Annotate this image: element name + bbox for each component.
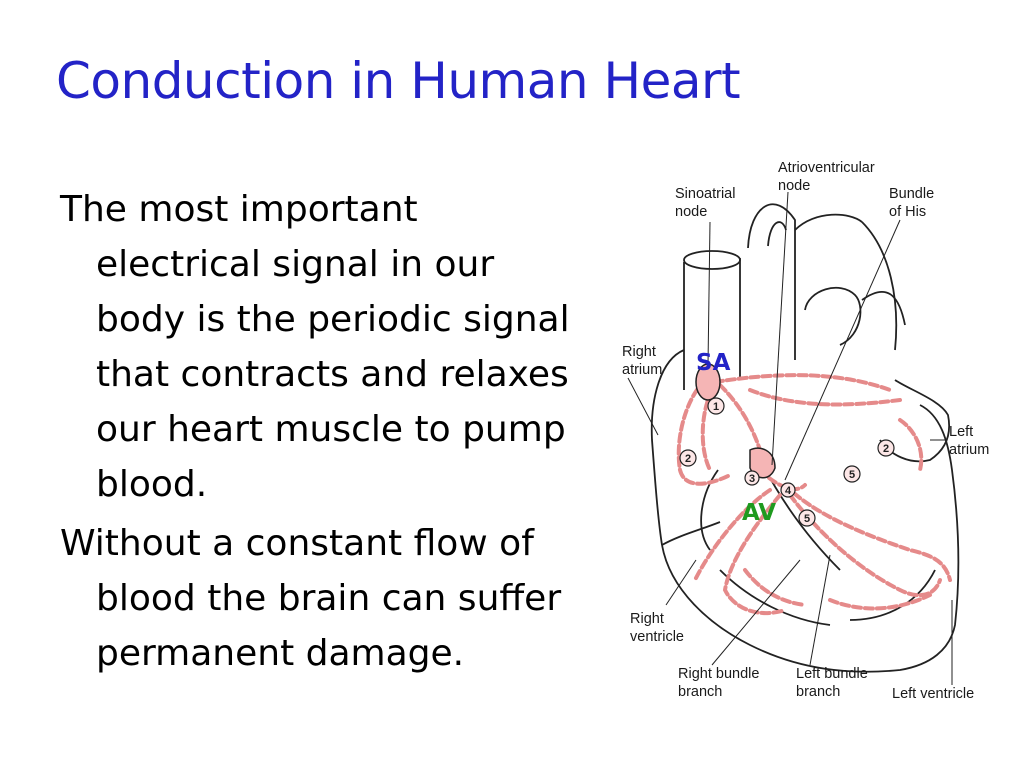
sequence-marker: 5 (843, 465, 861, 483)
leader-lines (627, 191, 953, 685)
svg-text:5: 5 (849, 469, 855, 481)
svg-text:3: 3 (749, 473, 755, 485)
sequence-marker: 2 (877, 439, 895, 457)
bullet-item: Without a constant flow of blood the bra… (60, 523, 562, 674)
heart-outline (650, 203, 960, 673)
svg-text:2: 2 (685, 453, 691, 465)
heart-illustration: 1 2 2 3 4 5 5 (622, 160, 989, 702)
left-bundle-branch-label: Left bundle branch (796, 666, 872, 700)
bundle-of-his-label: Bundle of His (889, 186, 938, 220)
left-ventricle-label: Left ventricle (892, 686, 974, 702)
right-ventricle-label: Right ventricle (630, 611, 684, 645)
sequence-marker: 3 (744, 470, 760, 486)
sequence-marker: 5 (798, 509, 816, 527)
sequence-marker: 2 (679, 449, 697, 467)
slide-title: Conduction in Human Heart (56, 52, 741, 110)
av-annotation: AV (742, 500, 776, 526)
svg-text:4: 4 (785, 485, 792, 497)
heart-conduction-diagram: 1 2 2 3 4 5 5 (600, 150, 1020, 715)
right-bundle-branch-label: Right bundle branch (678, 666, 763, 700)
sa-annotation: SA (696, 350, 731, 376)
left-atrium-label: Left atrium (949, 424, 989, 458)
sequence-marker: 4 (780, 482, 796, 498)
svg-text:2: 2 (883, 443, 889, 455)
sequence-marker: 1 (707, 397, 725, 415)
svg-text:1: 1 (713, 401, 719, 413)
sequence-markers: 1 2 2 3 4 5 5 (679, 397, 895, 527)
bullet-list: The most important electrical signal in … (60, 182, 590, 681)
svg-text:5: 5 (804, 513, 810, 525)
bullet-item: The most important electrical signal in … (60, 189, 570, 505)
atrioventricular-node-label: Atrioventricular node (778, 160, 879, 194)
right-atrium-label: Right atrium (622, 344, 662, 378)
sinoatrial-node-label: Sinoatrial node (675, 186, 739, 220)
